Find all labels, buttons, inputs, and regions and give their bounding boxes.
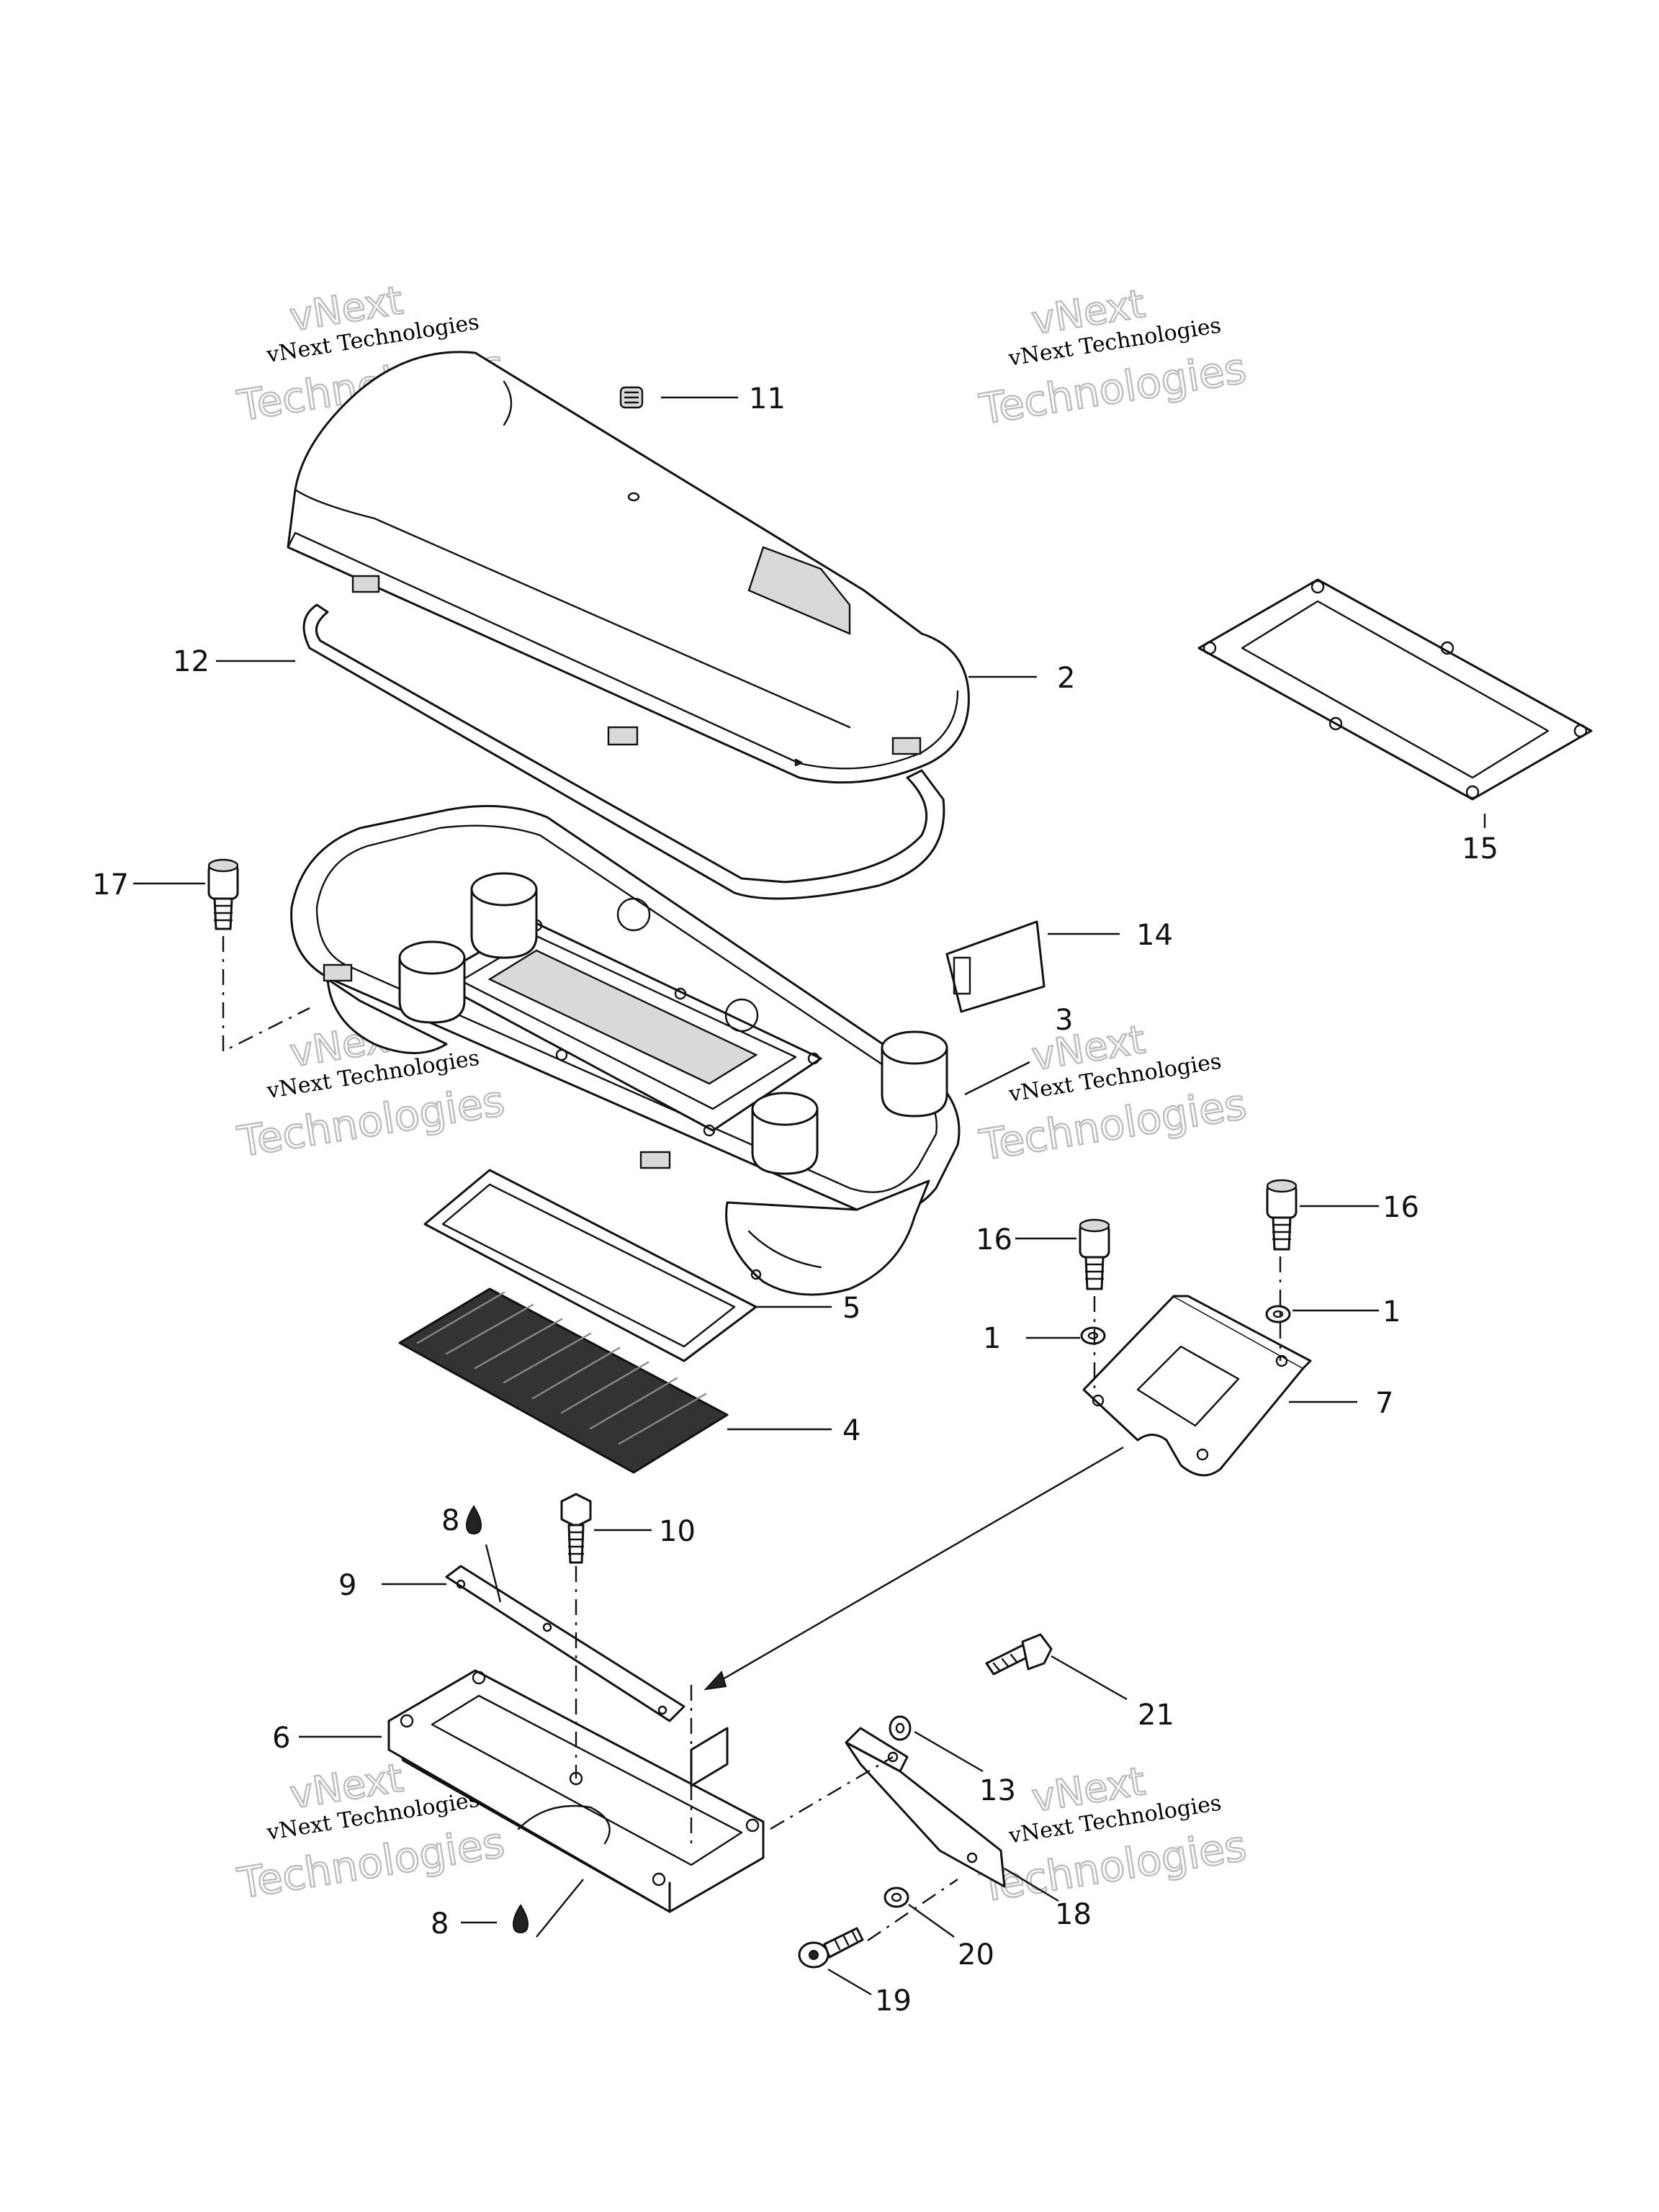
callout-8-top: 8 [441,1504,459,1537]
callout-16-right: 16 [1382,1191,1419,1224]
leader-line [964,1061,1030,1096]
callout-5: 5 [842,1292,860,1325]
callout-7: 7 [1375,1387,1393,1420]
leader-line [908,1904,955,1938]
watermark-bottom-right: vNext vNext Technologies Technologies [976,1758,1251,1912]
airbox-base [290,804,961,1296]
leader-line [827,1968,872,1996]
callout-18: 18 [1055,1898,1092,1931]
callout-6: 6 [272,1722,290,1755]
callout-3: 3 [1055,1004,1073,1037]
adaptor-plate [387,1669,765,1913]
flange-gasket [1197,578,1593,801]
angle-bracket [845,1727,1006,1888]
callout-14: 14 [1136,919,1173,952]
screw-16-right [1266,1179,1298,1251]
callout-2: 2 [1057,662,1075,695]
callout-15: 15 [1462,832,1498,866]
callout-1-left: 1 [983,1322,1001,1355]
callout-21: 21 [1138,1699,1174,1732]
retainer-clip [945,920,1046,1013]
screw-17 [207,858,239,930]
bolt-10 [560,1493,592,1564]
callout-12: 12 [173,645,210,678]
callout-20: 20 [958,1938,994,1972]
washer-20 [884,1887,909,1908]
assembly-arrow-line [712,1446,1124,1686]
assembly-line [867,1879,958,1941]
callout-4: 4 [842,1414,860,1447]
plug-part [619,386,644,409]
drop-icon [465,1505,482,1535]
watermark-top-right: vNext vNext Technologies Technologies [975,280,1250,435]
flange-strip [445,1565,685,1722]
callout-11: 11 [749,382,786,415]
drop-icon [512,1904,529,1934]
callout-10: 10 [659,1515,696,1548]
screw-19 [798,1927,864,1969]
assembly-line [222,936,310,1053]
cover-gasket [302,603,945,900]
leader-line [1051,1655,1128,1701]
callout-8-bottom: 8 [431,1907,449,1941]
callout-9: 9 [338,1569,356,1602]
assembly-line [770,1755,894,1830]
washer-1-left [1080,1326,1106,1345]
callout-13: 13 [979,1774,1016,1807]
callout-17: 17 [92,868,129,902]
bolt-21 [985,1633,1053,1676]
callout-19: 19 [875,1984,912,2018]
leader-line [1004,1867,1059,1902]
washer-1-right [1265,1305,1291,1323]
screw-16-left [1079,1218,1110,1290]
filter-screen [398,1287,729,1474]
callout-16-left: 16 [976,1223,1012,1256]
mounting-bracket [1082,1295,1312,1477]
leader-line [914,1730,984,1773]
leader-line [536,1879,584,1938]
leader-line [485,1544,502,1603]
arrowhead [703,1671,727,1691]
airbox-cover [287,351,970,784]
callout-1-right: 1 [1382,1295,1401,1328]
washer-13 [889,1715,912,1741]
watermark-mid-right: vNext vNext Technologies Technologies [976,1016,1251,1171]
